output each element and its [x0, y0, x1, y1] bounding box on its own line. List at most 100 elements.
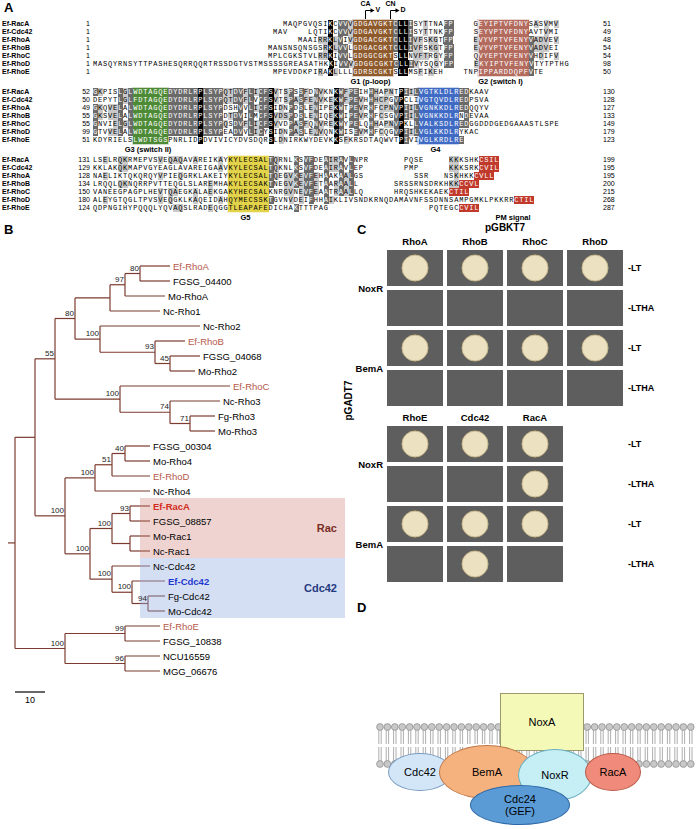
residue: E — [319, 136, 324, 144]
residue: I — [274, 128, 279, 136]
yeast-colony — [402, 335, 428, 361]
lipid-tail — [401, 730, 402, 744]
tree-branch — [125, 670, 160, 671]
residue: R — [504, 196, 509, 204]
residue: L — [123, 136, 128, 144]
residue: A — [128, 188, 133, 196]
tree-branch — [55, 399, 120, 400]
residue: T — [158, 180, 163, 188]
lipid-tail — [655, 747, 656, 761]
residue: S — [254, 188, 259, 196]
plate-cell — [507, 370, 563, 406]
residue: Y — [524, 36, 529, 44]
residue: Q — [293, 20, 298, 28]
residue: V — [308, 52, 313, 60]
residue: R — [499, 68, 504, 76]
residue: L — [354, 180, 359, 188]
tree-branch — [140, 265, 170, 266]
residue: A — [198, 204, 203, 212]
residue: N — [274, 188, 279, 196]
residue: K — [469, 88, 474, 96]
residue: P — [248, 204, 253, 212]
residue: L — [354, 188, 359, 196]
lipid-tail — [674, 747, 675, 761]
sequence-row: VANEEGPAGPLHEVTQAEGKALAEKGAKYHECSALKNRGV… — [93, 188, 469, 196]
residue: A — [218, 164, 223, 172]
residue — [364, 180, 369, 188]
residue: N — [519, 36, 524, 44]
residue: L — [118, 128, 123, 136]
residue: D — [434, 196, 439, 204]
residue: V — [289, 196, 294, 204]
lipid-head — [680, 761, 687, 768]
residue: E — [459, 136, 464, 144]
residue: V — [304, 164, 309, 172]
residue: P — [143, 156, 148, 164]
lipid-tail — [692, 747, 693, 761]
residue: V — [274, 88, 279, 96]
residue: A — [133, 164, 138, 172]
residue: K — [294, 172, 299, 180]
residue: R — [454, 112, 459, 120]
sequence-name: Ef-RhoE — [2, 68, 30, 76]
tree-branch — [124, 446, 125, 461]
residue: A — [183, 156, 188, 164]
residue: S — [254, 172, 259, 180]
plate-cell — [387, 370, 443, 406]
residue: L — [264, 188, 269, 196]
residue: L — [278, 52, 283, 60]
residue: E — [329, 120, 334, 128]
residue: E — [319, 156, 324, 164]
residue: M — [254, 112, 259, 120]
residue: L — [143, 188, 148, 196]
lipid-head — [377, 724, 384, 731]
residue: R — [318, 68, 323, 76]
sequence-name: Ef-RhoB — [2, 112, 30, 120]
tree-branch — [120, 412, 170, 413]
residue — [374, 180, 379, 188]
plate-cell — [447, 250, 503, 286]
residue: P — [123, 188, 128, 196]
position-number: 134 — [78, 180, 90, 188]
residue: P — [218, 128, 223, 136]
residue: L — [103, 164, 108, 172]
lipid-tail — [388, 747, 389, 761]
residue: N — [284, 196, 289, 204]
lipid-head — [465, 724, 472, 731]
residue: R — [334, 180, 339, 188]
lipid-tail — [610, 730, 611, 744]
residue: S — [404, 180, 409, 188]
residue: N — [389, 88, 394, 96]
residue: A — [294, 120, 299, 128]
motif-box — [132, 87, 169, 145]
lipid-tail — [677, 747, 678, 761]
residue: P — [273, 52, 278, 60]
residue: S — [449, 196, 454, 204]
tree-branch — [125, 445, 150, 446]
sequence-name: Ef-RacA — [2, 88, 29, 96]
residue: D — [254, 136, 259, 144]
residue: L — [108, 156, 113, 164]
residue: V — [489, 28, 494, 36]
residue — [374, 164, 379, 172]
residue: S — [269, 96, 274, 104]
sequence-name: Ef-RhoD — [2, 60, 30, 68]
residue: T — [138, 60, 143, 68]
residue: E — [474, 36, 479, 44]
residue: K — [269, 188, 274, 196]
residue: R — [399, 180, 404, 188]
residue: V — [218, 136, 223, 144]
residue: Y — [309, 136, 314, 144]
lipid-tail — [637, 730, 638, 744]
residue: H — [314, 196, 319, 204]
lipid-tail — [393, 747, 394, 761]
residue: V — [158, 188, 163, 196]
residue: C — [279, 204, 284, 212]
sequence-row: MAAIRRKLVIVGDGACGKTCLLIVFSKGTFP EVYVPTVF… — [298, 36, 559, 44]
residue: V — [304, 172, 309, 180]
residue: S — [269, 136, 274, 144]
residue: R — [198, 156, 203, 164]
residue: V — [274, 96, 279, 104]
residue: V — [319, 96, 324, 104]
residue: E — [319, 164, 324, 172]
